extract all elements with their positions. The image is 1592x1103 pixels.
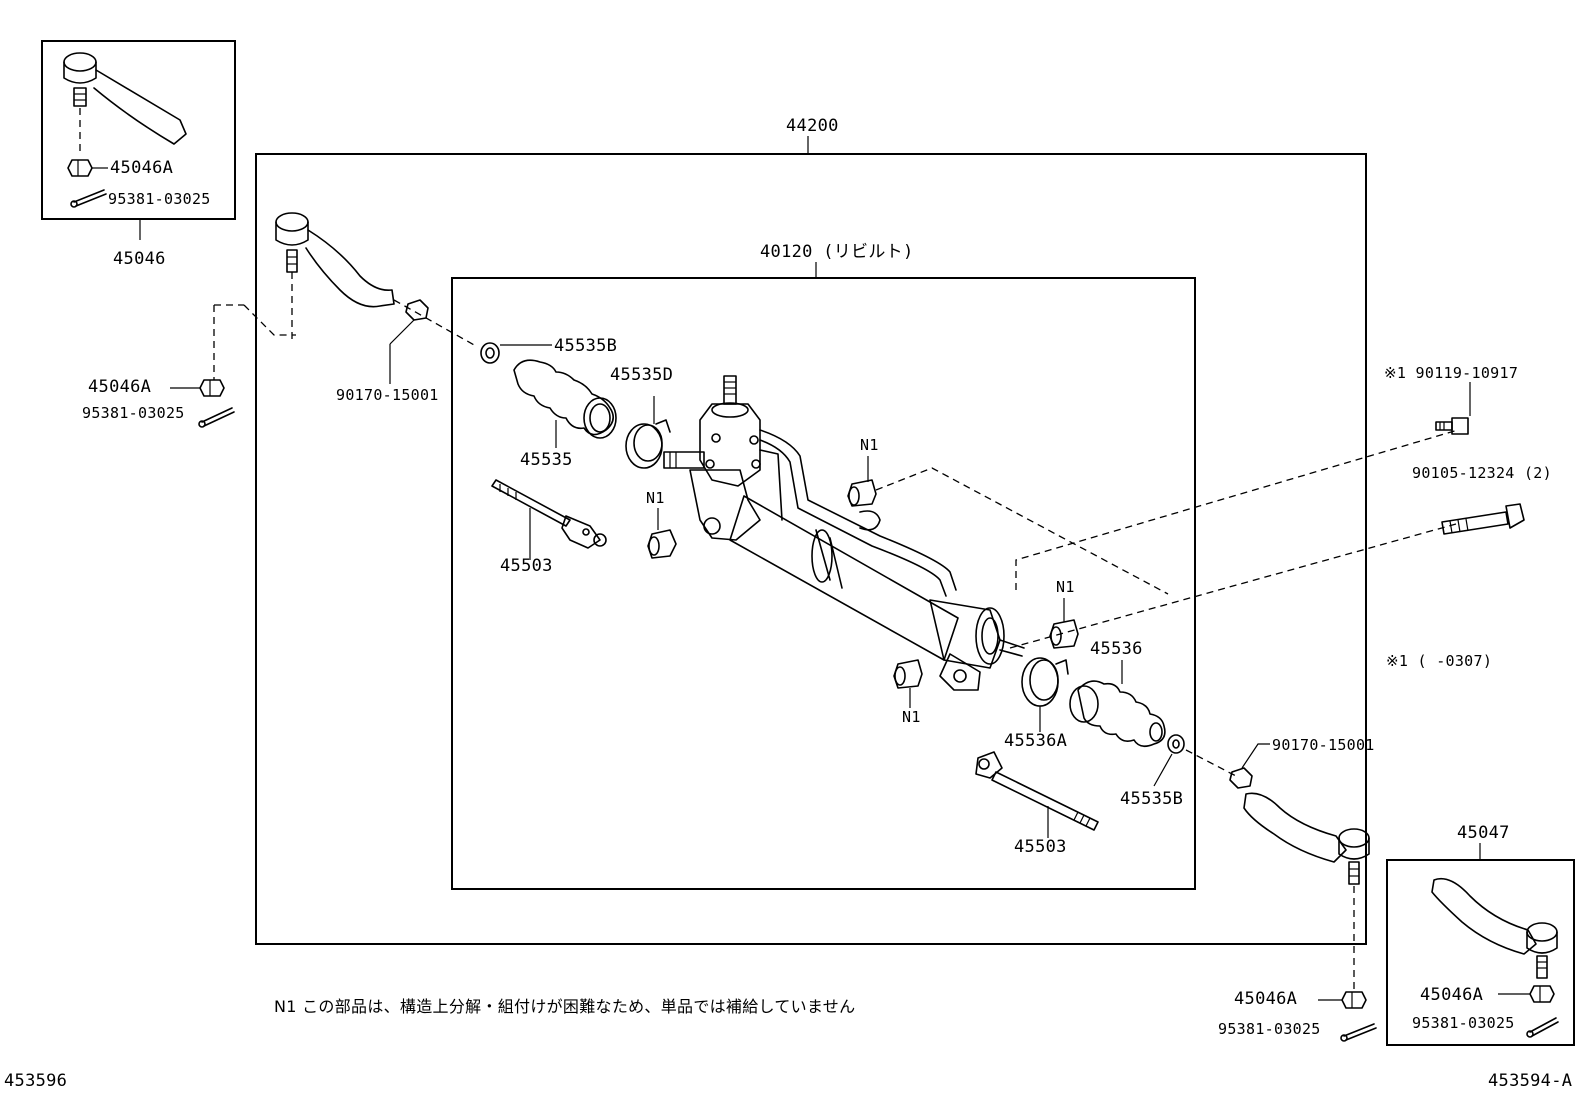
lock-nut-left-icon	[405, 299, 429, 321]
label-tie-rod-end-lh: 45046	[113, 249, 166, 269]
nut-inset-right-icon	[1529, 985, 1555, 1003]
label-bolt-2: 90105-12324 (2)	[1412, 464, 1552, 482]
boot-left-icon	[513, 359, 617, 439]
label-n1-b: N1	[646, 489, 665, 507]
label-rod-rh: 45503	[1014, 837, 1067, 857]
tie-rod-end-inset-left-icon	[63, 52, 187, 156]
bushing-n1-d-icon	[893, 659, 923, 689]
clip-left-icon	[480, 342, 500, 364]
bushing-n1-c-icon	[1049, 619, 1079, 649]
label-n1-a: N1	[860, 436, 879, 454]
nut-left-icon	[199, 379, 225, 397]
label-clamp-lh: 45535D	[610, 365, 674, 385]
label-lock-nut-rh: 90170-15001	[1272, 736, 1375, 754]
label-pin-inset-rh: 95381-03025	[1412, 1014, 1515, 1032]
label-rod-lh: 45503	[500, 556, 553, 576]
label-nut-inset-lh: 45046A	[110, 158, 174, 178]
cotter-pin-inset-right-icon	[1526, 1017, 1559, 1038]
inner-rod-right-icon	[975, 751, 1099, 831]
inset-box-left	[41, 40, 236, 220]
figure-number-right: 453594-A	[1488, 1071, 1573, 1091]
bolt-1-icon	[1435, 417, 1469, 435]
label-pin-lh: 95381-03025	[82, 404, 185, 422]
bushing-n1-b-icon	[647, 529, 677, 559]
boot-right-icon	[1069, 680, 1166, 748]
clamp-left-icon	[625, 419, 671, 469]
label-boot-rh: 45536	[1090, 639, 1143, 659]
label-rack-rebuilt: 40120 (リビルト)	[760, 242, 914, 262]
label-clip-lh: 45535B	[554, 336, 618, 356]
label-pin-inset-lh: 95381-03025	[108, 190, 211, 208]
label-clip-rh: 45535B	[1120, 789, 1184, 809]
figure-number-left: 453596	[4, 1071, 68, 1091]
tie-rod-end-right-icon	[1243, 792, 1370, 990]
tie-rod-end-inset-right-icon	[1431, 877, 1558, 979]
label-clamp-rh: 45536A	[1004, 731, 1068, 751]
label-nut-lh: 45046A	[88, 377, 152, 397]
steering-gear-housing-icon	[663, 375, 1025, 691]
label-bolt-1: ※1 90119-10917	[1384, 364, 1519, 382]
assembly-box	[255, 153, 1367, 945]
bolt-2-icon	[1441, 503, 1525, 535]
label-note-1: ※1 ( -0307)	[1386, 652, 1493, 670]
label-pin-rh: 95381-03025	[1218, 1020, 1321, 1038]
cotter-pin-left-icon	[198, 407, 235, 428]
cotter-pin-right-icon	[1340, 1023, 1377, 1042]
rack-box	[451, 277, 1196, 890]
inner-rod-left-icon	[491, 479, 607, 549]
tie-rod-end-left-icon	[275, 212, 395, 340]
label-boot-lh: 45535	[520, 450, 573, 470]
footnote-n1: N1 この部品は、構造上分解・組付けが困難なため、単品では補給していません	[274, 997, 856, 1016]
label-nut-inset-rh: 45046A	[1420, 985, 1484, 1005]
clip-right-icon	[1167, 734, 1185, 754]
label-n1-c: N1	[1056, 578, 1075, 596]
bushing-n1-a-icon	[847, 479, 877, 507]
lock-nut-right-icon	[1229, 767, 1253, 789]
label-n1-d: N1	[902, 708, 921, 726]
nut-right-icon	[1341, 991, 1367, 1009]
label-lock-nut-lh: 90170-15001	[336, 386, 439, 404]
nut-inset-left-icon	[67, 159, 93, 177]
label-assembly: 44200	[786, 116, 839, 136]
label-tie-rod-end-rh: 45047	[1457, 823, 1510, 843]
clamp-right-icon	[1021, 657, 1069, 707]
cotter-pin-inset-left-icon	[70, 189, 107, 208]
label-nut-rh: 45046A	[1234, 989, 1298, 1009]
